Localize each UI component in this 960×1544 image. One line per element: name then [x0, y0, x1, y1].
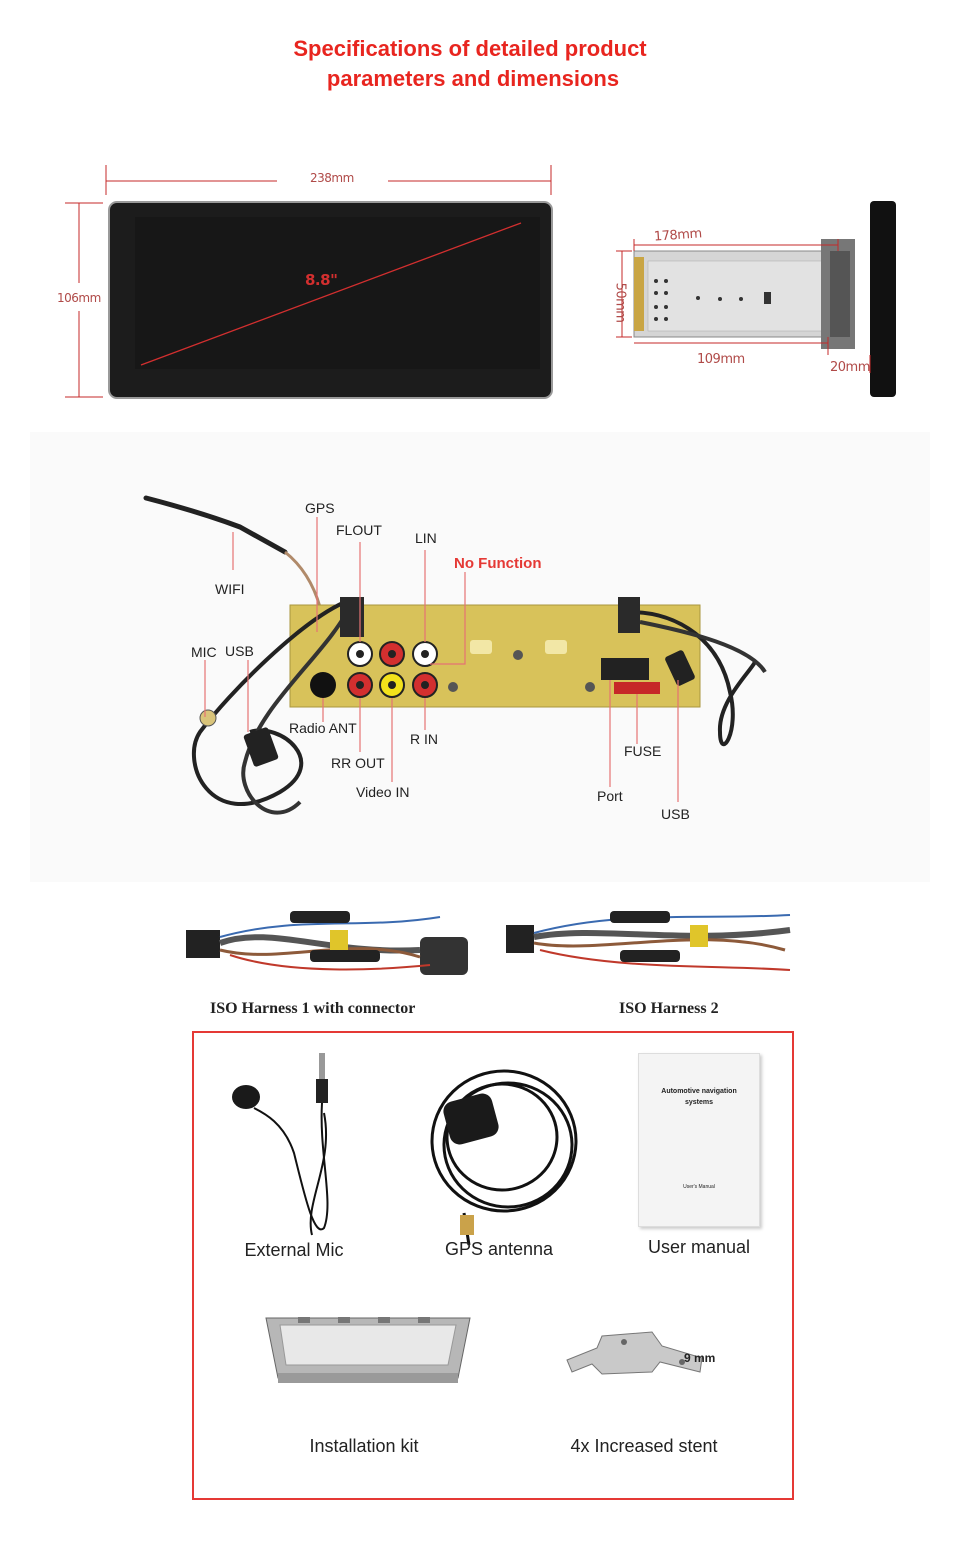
diagonal-label: 8.8": [305, 271, 338, 289]
harness-1: [180, 895, 480, 990]
stent-label: 4x Increased stent: [570, 1436, 718, 1456]
connector-illustration: [143, 495, 767, 815]
side-dimension-lines: [616, 201, 896, 397]
harness-2-caption: ISO Harness 2: [619, 1000, 719, 1017]
external-mic-image: [224, 1053, 354, 1243]
installation-kit-label: Installation kit: [309, 1436, 419, 1456]
stent-size-label: 9 mm: [684, 1351, 716, 1365]
user-manual-image: Automotive navigation systems User's Man…: [638, 1053, 760, 1227]
gps-antenna-image: [424, 1063, 584, 1248]
manual-cover-title: Automotive navigation systems: [661, 1088, 737, 1106]
depth-bottom-label: 109mm: [697, 352, 745, 367]
user-manual-label: User manual: [647, 1237, 751, 1257]
gps-antenna-label: GPS antenna: [444, 1239, 554, 1259]
stent-image: [562, 1328, 712, 1388]
label-fuse: FUSE: [624, 743, 662, 759]
gps-antenna-icon: [430, 1069, 578, 1246]
label-r-in: R IN: [410, 731, 438, 747]
harness-1-caption: ISO Harness 1 with connector: [210, 1000, 416, 1017]
label-port: Port: [597, 788, 623, 804]
external-mic-label: External Mic: [244, 1240, 344, 1260]
label-fl-out: FLOUT: [336, 522, 382, 538]
label-wifi: WIFI: [215, 581, 245, 597]
page-title: Specifications of detailed product param…: [0, 34, 940, 94]
installation-kit-image: [258, 1303, 478, 1393]
label-usb-right: USB: [661, 806, 690, 822]
label-radio-ant: Radio ANT: [289, 720, 357, 736]
harness-2: [500, 895, 800, 990]
label-usb-left: USB: [225, 643, 254, 659]
side-dimension-diagram: 178mm 50mm 109mm 20mm: [608, 195, 908, 400]
stent-icon: [566, 1331, 703, 1375]
label-mic: MIC: [191, 644, 217, 660]
label-no-function: No Function: [454, 555, 542, 572]
connector-panel: GPS FLOUT LIN No Function WIFI MIC USB R…: [30, 432, 930, 882]
front-dimension-lines: [65, 165, 553, 399]
screen-thickness-label: 20mm: [830, 360, 870, 375]
label-l-in: LIN: [415, 530, 437, 546]
harness-2-image: [506, 911, 791, 971]
installation-kit-icon: [265, 1317, 471, 1383]
accessories-box: External Mic GPS antenna Automotive navi…: [192, 1031, 794, 1500]
label-gps: GPS: [305, 500, 335, 516]
harness-1-image: [186, 911, 468, 975]
side-height-label: 50mm: [612, 282, 628, 323]
title-line-2: parameters and dimensions: [326, 66, 620, 91]
mic-icon: [232, 1053, 329, 1236]
title-line-1: Specifications of detailed product: [293, 36, 647, 61]
front-dimension-diagram: 238mm 106mm 8.8": [55, 165, 565, 405]
label-rr-out: RR OUT: [331, 755, 385, 771]
label-video-in: Video IN: [356, 784, 410, 800]
height-label: 106mm: [57, 291, 101, 305]
manual-cover-subtitle: User's Manual: [683, 1184, 715, 1190]
width-label: 238mm: [310, 171, 354, 185]
